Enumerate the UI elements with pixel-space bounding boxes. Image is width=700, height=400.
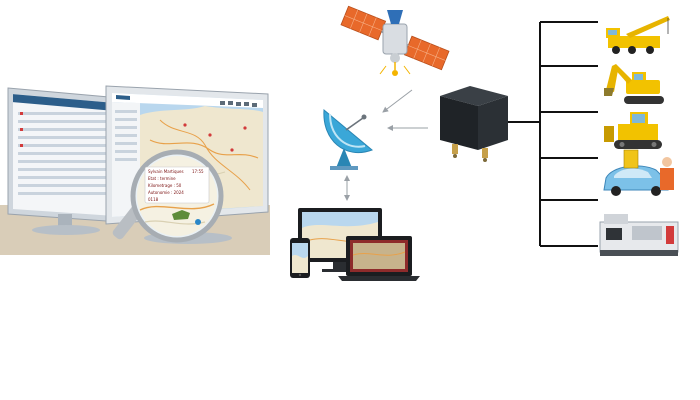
client-devices	[290, 208, 420, 281]
industrial-machine-icon	[599, 214, 679, 256]
popup-line-6: 0118	[148, 197, 159, 202]
gps-tracker-icon	[440, 86, 508, 162]
satellite-icon	[340, 5, 450, 76]
satellite-dish-icon	[323, 108, 373, 170]
tracking-software-monitors: Sylvain Martiques 17:55 Etat : termine K…	[0, 85, 270, 255]
smartphone-device-icon	[290, 238, 310, 278]
popup-line-1: Sylvain Martiques	[148, 169, 184, 174]
crane-truck-icon	[606, 16, 670, 54]
magnifier: Sylvain Martiques 17:55 Etat : termine K…	[112, 149, 224, 243]
vehicle-info-popup: Sylvain Martiques 17:55 Etat : termine K…	[144, 166, 210, 204]
car-icon	[603, 149, 674, 196]
equipment-connector	[508, 21, 598, 247]
bulldozer-icon	[604, 112, 662, 149]
signal-arrows	[344, 89, 428, 201]
vehicle-marker-icon	[172, 210, 190, 220]
popup-line-2: 17:55	[192, 169, 204, 174]
popup-line-4: Kilometrage : 50	[148, 183, 182, 188]
excavator-icon	[604, 64, 664, 104]
monitor-list-view	[7, 87, 121, 235]
laptop-device-icon	[338, 236, 420, 281]
popup-line-3: Etat : termine	[148, 176, 176, 181]
popup-line-5: Autonomie : 2024	[148, 190, 184, 195]
